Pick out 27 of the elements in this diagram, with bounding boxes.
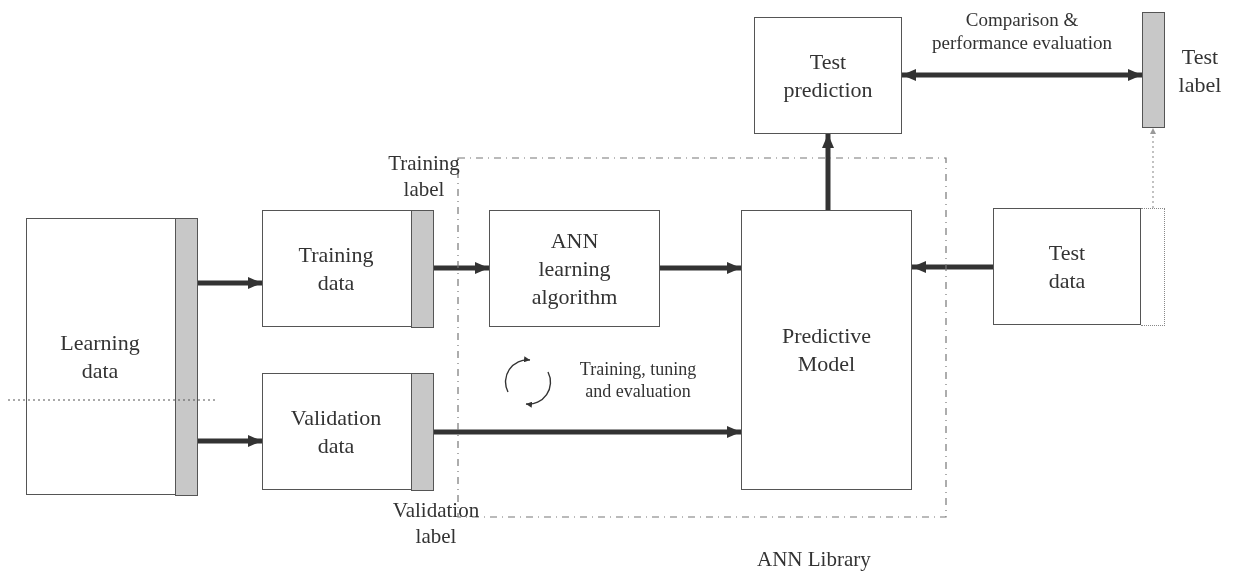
process-box bbox=[489, 210, 660, 327]
data-block bbox=[262, 373, 433, 490]
arrow bbox=[197, 277, 262, 289]
node-label: ANN learning algorithm bbox=[530, 226, 619, 311]
arrow bbox=[912, 261, 993, 273]
dotted-arrow bbox=[1150, 127, 1156, 209]
process-box bbox=[754, 17, 902, 134]
node-label: Training data bbox=[297, 240, 375, 297]
double-arrow bbox=[902, 69, 1142, 81]
node-label: Learning data bbox=[59, 328, 141, 385]
data-block bbox=[26, 218, 197, 495]
text-label: Training label bbox=[387, 150, 461, 202]
arrow bbox=[197, 435, 262, 447]
arrow bbox=[433, 262, 489, 274]
text-label: Training, tuning and evaluation bbox=[578, 358, 698, 402]
node-label: Predictive Model bbox=[780, 322, 873, 378]
text-label: Validation label bbox=[391, 497, 481, 549]
data-block bbox=[262, 210, 433, 327]
arrow bbox=[433, 426, 741, 438]
node-label: Validation data bbox=[289, 403, 383, 460]
arrow bbox=[660, 262, 741, 274]
node-label: Test label bbox=[1177, 43, 1223, 99]
node-label: Test data bbox=[1047, 238, 1087, 295]
arrow bbox=[822, 134, 834, 210]
process-box bbox=[741, 210, 912, 490]
node-label: Test prediction bbox=[782, 47, 874, 104]
group-label: ANN Library bbox=[757, 546, 871, 572]
